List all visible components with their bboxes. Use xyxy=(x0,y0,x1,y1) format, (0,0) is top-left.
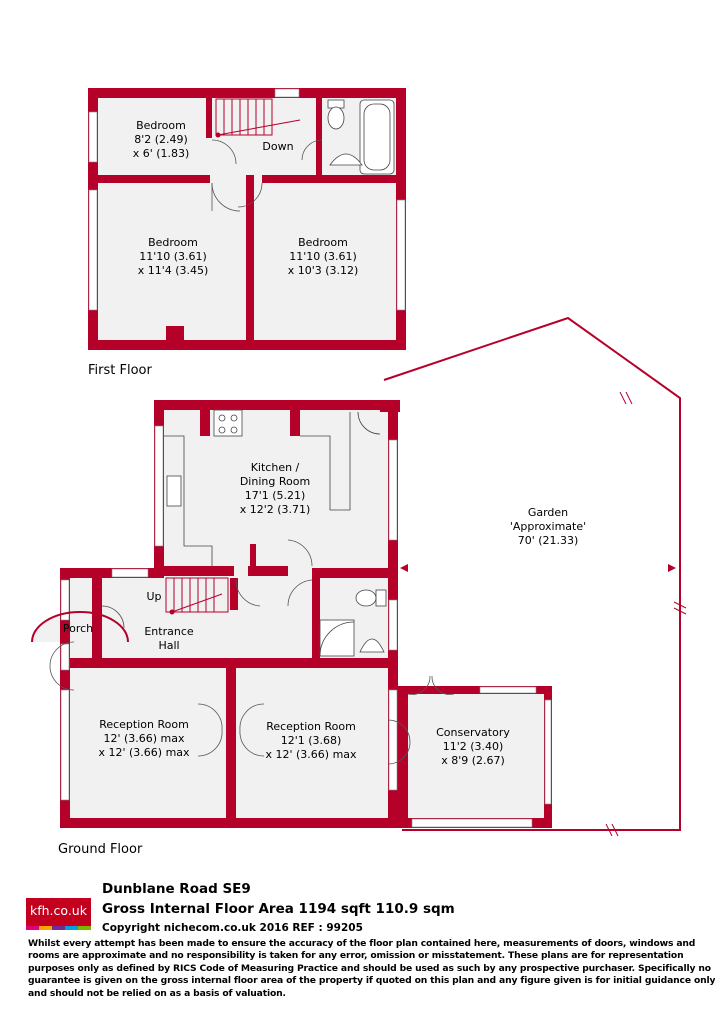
garden-outline xyxy=(383,316,681,831)
logo-bar xyxy=(65,926,78,930)
logo-bar xyxy=(52,926,65,930)
reception1-name: Reception Room xyxy=(99,718,189,731)
kitchen-name1: Kitchen / xyxy=(251,461,300,474)
garden-arrows xyxy=(400,564,676,572)
first-floor-windows xyxy=(88,88,406,311)
bedroom2-dim2: x 11'4 (3.45) xyxy=(138,264,209,277)
kitchen-dim2: x 12'2 (3.71) xyxy=(240,503,311,516)
porch-name: Porch xyxy=(63,622,93,635)
reception1-dim1: 12' (3.66) max xyxy=(103,732,185,745)
first-floor-label: First Floor xyxy=(88,363,152,378)
ground-floor-windows xyxy=(60,425,552,828)
conservatory-name: Conservatory xyxy=(436,726,510,739)
garden-break-marks xyxy=(605,391,687,837)
first-floor-doors xyxy=(211,139,323,212)
bathroom-fixtures xyxy=(327,99,395,175)
bedroom2-name: Bedroom xyxy=(148,236,198,249)
bedroom3-dim1: 11'10 (3.61) xyxy=(289,250,357,263)
garden-dim1: 70' (21.33) xyxy=(518,534,579,547)
kitchen-name2: Dining Room xyxy=(240,475,310,488)
reception2-dim1: 12'1 (3.68) xyxy=(281,734,342,747)
kitchen-worktop xyxy=(164,409,381,566)
conservatory-dim1: 11'2 (3.40) xyxy=(443,740,504,753)
logo-text: kfh.co.uk xyxy=(30,903,87,918)
logo-bar xyxy=(39,926,52,930)
porch-outline xyxy=(31,611,129,643)
ground-floor-wc xyxy=(319,589,387,657)
garden-name1: Garden xyxy=(528,506,568,519)
bedroom1-dim1: 8'2 (2.49) xyxy=(134,133,188,146)
stair-arrow-up-start xyxy=(169,609,175,615)
copyright: Copyright nichecom.co.uk 2016 REF : 9920… xyxy=(102,922,363,934)
stairs-up-label: Up xyxy=(146,590,161,603)
garden-name2: 'Approximate' xyxy=(510,520,586,533)
kitchen-dim1: 17'1 (5.21) xyxy=(245,489,306,502)
ground-floor-stairs xyxy=(165,577,229,613)
ground-floor-label: Ground Floor xyxy=(58,842,143,857)
bedroom1-dim2: x 6' (1.83) xyxy=(133,147,190,160)
ground-floor: Kitchen / Dining Room 17'1 (5.21) x 12'2… xyxy=(31,400,552,828)
first-floor: Bedroom 8'2 (2.49) x 6' (1.83) Down Bedr… xyxy=(88,88,406,350)
bedroom2-dim1: 11'10 (3.61) xyxy=(139,250,207,263)
bedroom3-name: Bedroom xyxy=(298,236,348,249)
conservatory-dim2: x 8'9 (2.67) xyxy=(441,754,505,767)
first-floor-stairs xyxy=(215,98,301,136)
floor-area: Gross Internal Floor Area 1194 sqft 110.… xyxy=(102,901,455,917)
kfh-logo: kfh.co.uk xyxy=(26,898,91,930)
stair-arrow-start xyxy=(215,132,221,138)
logo-color-bars xyxy=(26,926,91,930)
bedroom1-name: Bedroom xyxy=(136,119,186,132)
logo-bar xyxy=(26,926,39,930)
ground-floor-doors xyxy=(49,539,455,765)
bedroom3-dim2: x 10'3 (3.12) xyxy=(288,264,359,277)
property-title: Dunblane Road SE9 xyxy=(102,881,251,897)
disclaimer: Whilst every attempt has been made to en… xyxy=(28,938,715,999)
reception1-dim2: x 12' (3.66) max xyxy=(98,746,190,759)
hall-name1: Entrance xyxy=(144,625,194,638)
reception2-dim2: x 12' (3.66) max xyxy=(265,748,357,761)
logo-bar xyxy=(78,926,91,930)
reception2-name: Reception Room xyxy=(266,720,356,733)
hall-name2: Hall xyxy=(158,639,179,652)
stairs-down-label: Down xyxy=(262,140,293,153)
floor-plan: Bedroom 8'2 (2.49) x 6' (1.83) Down Bedr… xyxy=(31,88,687,857)
